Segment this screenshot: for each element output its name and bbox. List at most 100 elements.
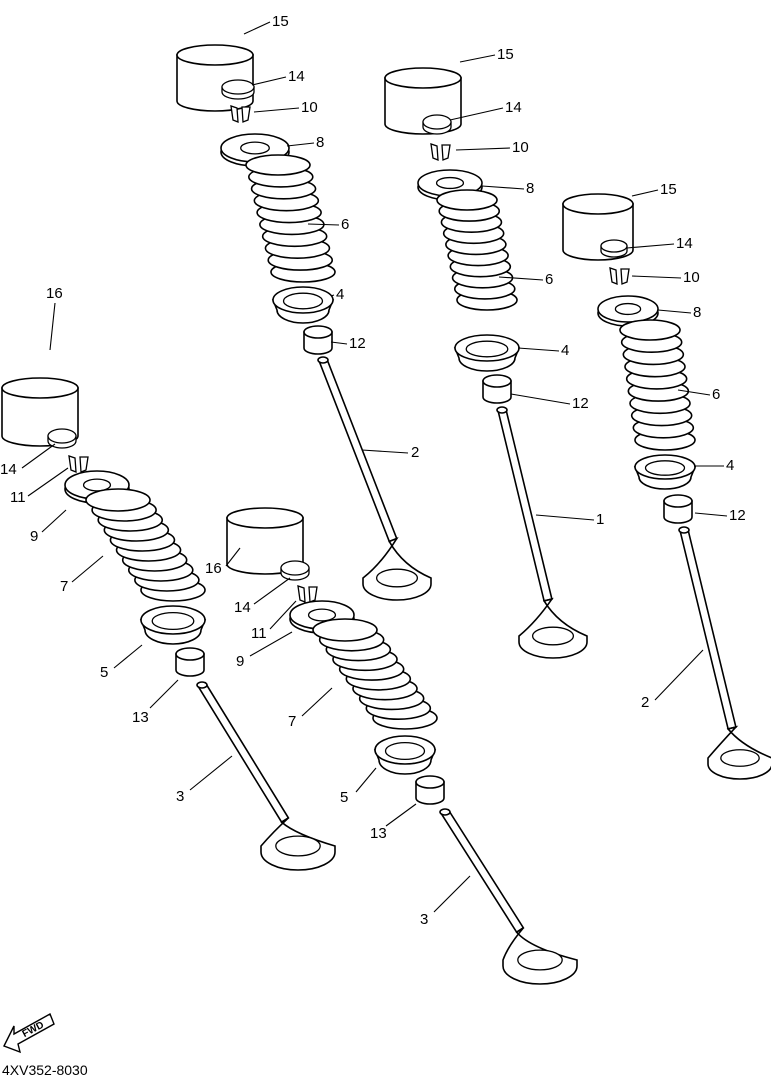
valve-assembly-d xyxy=(1,377,336,871)
callout-leader-line xyxy=(355,767,377,793)
callout-label: 16 xyxy=(46,285,63,302)
callout-label: 15 xyxy=(660,181,677,198)
valve-assembly-e xyxy=(226,507,578,985)
callout-label: 14 xyxy=(505,99,522,116)
callout-leader-line xyxy=(49,302,56,351)
callout-label: 12 xyxy=(349,335,366,352)
spring-seat-bore xyxy=(282,292,324,310)
valve-lifter-top xyxy=(226,507,304,529)
valve-spring-coil xyxy=(312,618,378,642)
callout-label: 5 xyxy=(340,789,348,806)
callout-leader-line xyxy=(21,443,56,469)
valve-stem-tip xyxy=(496,406,508,414)
valve-stem-tip xyxy=(678,526,690,534)
valve-lifter-top xyxy=(384,67,462,89)
valve-stem-tip xyxy=(439,808,451,816)
callout-label: 4 xyxy=(561,342,569,359)
callout-leader-line xyxy=(631,189,659,197)
callout-label: 4 xyxy=(726,457,734,474)
callout-leader-line xyxy=(330,294,335,297)
callout-leader-line xyxy=(677,389,711,396)
callout-label: 6 xyxy=(341,216,349,233)
spring-seat-bore xyxy=(465,340,509,358)
callout-label: 9 xyxy=(236,653,244,670)
callout-leader-line xyxy=(449,107,504,121)
spring-seat-bore xyxy=(151,611,195,631)
callout-leader-line xyxy=(249,631,293,657)
valve-retainer-bore xyxy=(240,141,270,155)
valve-spring-coil xyxy=(245,154,311,176)
callout-leader-line xyxy=(657,309,692,314)
callout-leader-line xyxy=(631,275,682,279)
valve-stem xyxy=(440,808,525,934)
valve-assembly-a xyxy=(176,44,432,601)
valve-stem xyxy=(197,681,290,824)
valve-stem-tip xyxy=(317,356,329,364)
callout-label: 8 xyxy=(316,134,324,151)
valve-stem-seal-top xyxy=(482,374,512,388)
figure-code: 4XV352-8030 xyxy=(2,1062,88,1078)
callout-leader-line xyxy=(269,600,297,630)
spring-seat-bore xyxy=(384,741,426,761)
callout-leader-line xyxy=(253,577,291,605)
valve-retainer-bore xyxy=(614,302,642,316)
valve-stem-tip xyxy=(196,681,208,689)
callout-leader-line xyxy=(243,21,271,35)
valve-assembly-c xyxy=(562,193,771,780)
callout-leader-line xyxy=(361,449,409,454)
callout-leader-line xyxy=(694,512,728,517)
callout-leader-line xyxy=(535,514,595,521)
valve-spring-coil xyxy=(85,488,151,512)
callout-label: 3 xyxy=(420,911,428,928)
callout-label: 13 xyxy=(370,825,387,842)
valve-cotter xyxy=(230,105,251,123)
valve-spring-coil xyxy=(436,189,498,211)
callout-label: 15 xyxy=(497,46,514,63)
callout-leader-line xyxy=(225,547,241,567)
valve-retainer-bore xyxy=(435,176,465,190)
valve-spring-coil xyxy=(619,319,681,341)
valve-head-face xyxy=(275,835,321,857)
callout-label: 11 xyxy=(251,625,267,642)
callout-leader-line xyxy=(286,142,315,147)
callout-leader-line xyxy=(251,76,287,86)
callout-leader-line xyxy=(113,644,143,669)
callout-label: 14 xyxy=(0,461,17,478)
callout-label: 6 xyxy=(545,271,553,288)
callout-leader-line xyxy=(189,755,233,791)
valve-cotter xyxy=(609,267,630,285)
callout-label: 7 xyxy=(60,578,68,595)
callout-leader-line xyxy=(433,875,471,913)
callout-leader-line xyxy=(481,185,525,190)
callout-leader-line xyxy=(27,467,69,497)
callout-leader-line xyxy=(149,679,179,709)
valve-stem-seal-top xyxy=(175,647,205,661)
callout-leader-line xyxy=(253,107,300,113)
spring-seat-bore xyxy=(644,460,686,476)
callout-leader-line xyxy=(459,54,496,63)
callout-leader-line xyxy=(330,341,348,345)
callout-label: 9 xyxy=(30,528,38,545)
valve-stem-seal-top xyxy=(663,494,693,508)
callout-label: 2 xyxy=(411,444,419,461)
adjusting-pad-top xyxy=(47,428,77,444)
callout-label: 3 xyxy=(176,788,184,805)
valve-head-face xyxy=(517,949,563,971)
adjusting-pad-top xyxy=(221,79,255,95)
valve-lifter-top xyxy=(1,377,79,399)
callout-label: 11 xyxy=(10,489,26,506)
valve-lifter-top xyxy=(176,44,254,66)
callout-leader-line xyxy=(385,803,417,827)
fwd-label: FWD xyxy=(21,1020,46,1040)
valve-head-face xyxy=(531,626,575,646)
callout-label: 8 xyxy=(693,304,701,321)
valve-stem-seal-top xyxy=(303,325,333,339)
fwd-indicator: FWD xyxy=(3,1013,55,1054)
callout-label: 10 xyxy=(301,99,318,116)
callout-leader-line xyxy=(498,276,544,281)
callout-label: 6 xyxy=(712,386,720,403)
callout-label: 16 xyxy=(205,560,222,577)
callout-label: 14 xyxy=(234,599,251,616)
callout-label: 15 xyxy=(272,13,289,30)
